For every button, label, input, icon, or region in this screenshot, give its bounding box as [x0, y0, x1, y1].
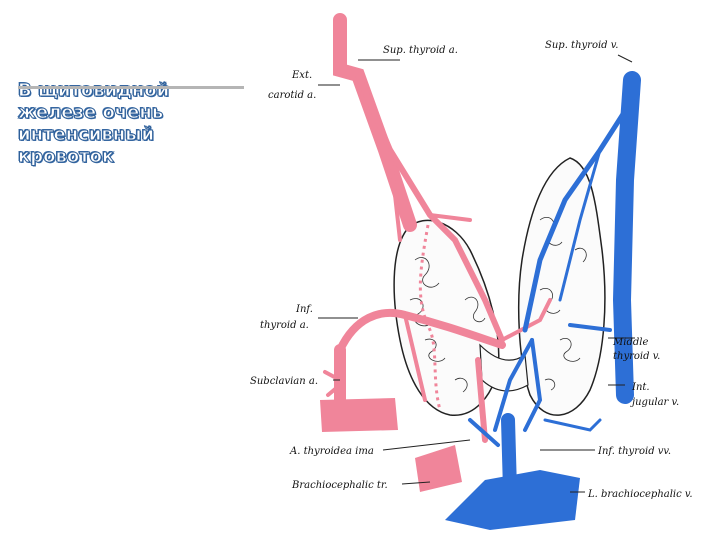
right-thyroid-lobe — [517, 157, 606, 416]
leader-lines — [318, 54, 635, 493]
label-int-jugular-2: jugular v. — [630, 397, 679, 408]
label-thyroidea-ima: A. thyroidea ima — [289, 446, 374, 457]
superior-thyroid-vein — [522, 97, 635, 333]
title-line-2: железе очень — [18, 102, 164, 124]
label-brachiocephalic-tr: Brachiocephalic tr. — [291, 480, 388, 491]
label-middle-thyroid-v-1: Middle — [612, 337, 648, 348]
thyroid-blood-supply-diagram: Sup. thyroid a. Sup. thyroid v. Ext. car… — [240, 0, 720, 540]
left-brachiocephalic-vein — [445, 470, 580, 530]
arteries — [323, 13, 552, 443]
label-subclavian: Subclavian a. — [250, 376, 318, 387]
label-inf-thyroid-a-1: Inf. — [295, 304, 313, 315]
title-underline — [18, 86, 244, 89]
superior-thyroid-artery — [355, 72, 505, 343]
label-l-brachiocephalic-v: L. brachiocephalic v. — [587, 489, 693, 500]
thyroidea-ima-artery — [475, 357, 488, 443]
label-ext-carotid-2: carotid a. — [268, 90, 316, 101]
title-line-4: кровоток — [18, 146, 115, 168]
internal-jugular-vein — [612, 71, 641, 404]
label-middle-thyroid-v-2: thyroid v. — [613, 351, 660, 362]
title-line-1: В щитовидной — [18, 80, 170, 102]
isthmus — [479, 343, 529, 392]
brachiocephalic-trunk — [415, 445, 462, 492]
gland-texture — [409, 217, 587, 393]
subclavian-artery-trunk — [320, 398, 398, 432]
intraglandular-artery-dotted — [418, 224, 442, 411]
label-ext-carotid-1: Ext. — [291, 70, 312, 81]
middle-thyroid-vein — [568, 323, 612, 332]
label-int-jugular-1: Int. — [631, 382, 650, 393]
title-line-3: интенсивный — [18, 124, 155, 146]
label-inf-thyroid-a-2: thyroid a. — [260, 320, 309, 331]
label-sup-thyroid-a: Sup. thyroid a. — [383, 45, 458, 56]
label-inf-thyroid-vv: Inf. thyroid vv. — [597, 446, 671, 457]
label-sup-thyroid-v: Sup. thyroid v. — [545, 40, 618, 51]
slide-title: В щитовидной железе очень интенсивный кр… — [18, 80, 258, 168]
